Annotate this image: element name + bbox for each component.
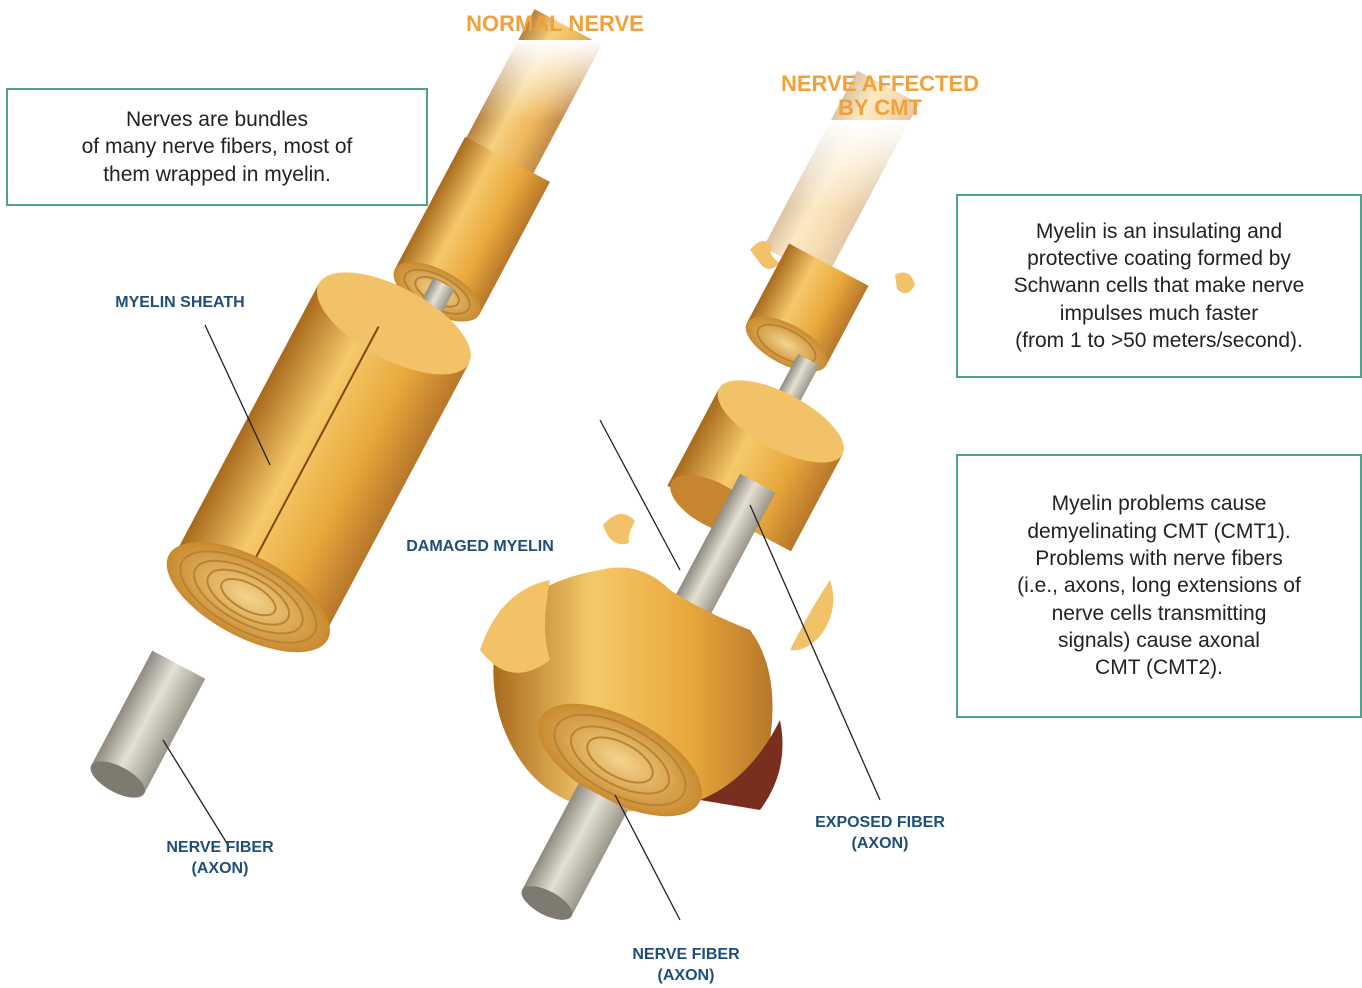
label-nerve-fiber-right: NERVE FIBER (AXON) [596, 945, 776, 987]
info-box-cmt-types: Myelin problems cause demyelinating CMT … [956, 454, 1362, 718]
label-damaged-myelin: DAMAGED MYELIN [375, 537, 585, 558]
myelin-flake [895, 273, 915, 294]
pointer-damaged-myelin [600, 420, 680, 570]
label-nerve-fiber-left: NERVE FIBER (AXON) [130, 838, 310, 880]
myelin-flake [603, 514, 635, 544]
affected-nerve-graphic [480, 71, 970, 927]
pointer-nerve-fiber-left [163, 740, 228, 845]
label-myelin-sheath: MYELIN SHEATH [80, 293, 280, 314]
myelin-flake [790, 580, 833, 650]
label-exposed-fiber: EXPOSED FIBER (AXON) [780, 813, 980, 855]
info-box-bundles: Nerves are bundles of many nerve fibers,… [6, 88, 428, 206]
title-affected-nerve: NERVE AFFECTED BY CMT [730, 72, 1030, 120]
info-box-myelin: Myelin is an insulating and protective c… [956, 194, 1362, 378]
title-normal-nerve: NORMAL NERVE [420, 12, 690, 36]
